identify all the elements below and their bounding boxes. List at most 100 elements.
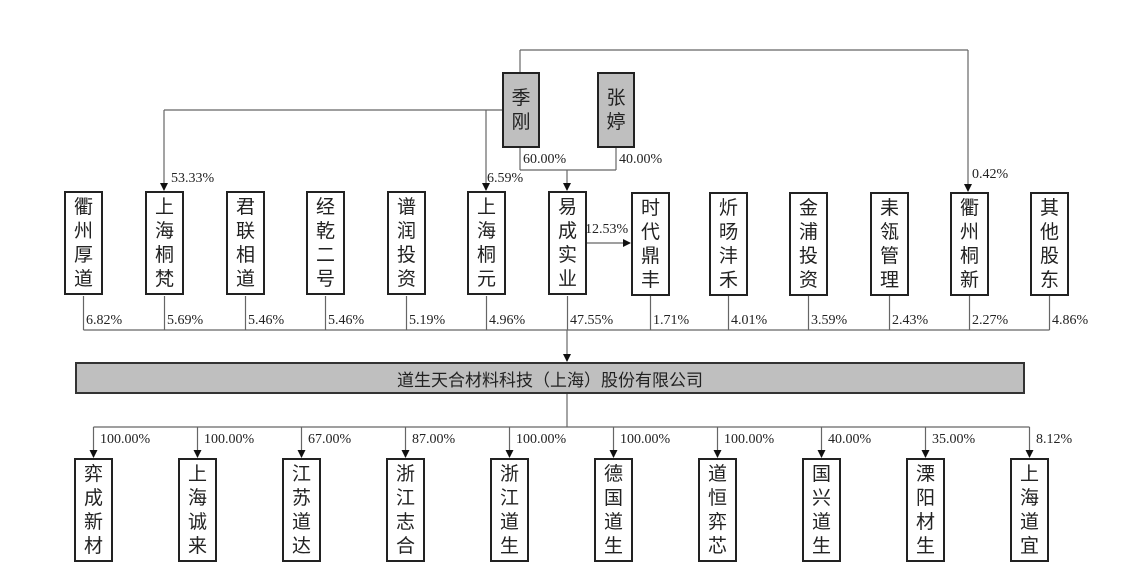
subsidiary-name-char: 上 xyxy=(1019,463,1039,485)
subsidiary-box: 国兴道生 xyxy=(802,458,841,562)
shareholder-pct: 5.46% xyxy=(248,313,285,328)
shareholder-name-char: 二 xyxy=(315,244,335,266)
arrowhead-icon xyxy=(563,183,571,191)
shareholder-name-char: 易 xyxy=(557,196,577,218)
shareholder-name-char: 元 xyxy=(476,268,496,290)
shareholder-pct: 1.71% xyxy=(653,313,690,328)
subsidiary-box: 弈成新材 xyxy=(74,458,113,562)
shareholder-box: 君联相道 xyxy=(226,191,265,295)
subsidiary-name-char: 芯 xyxy=(707,535,727,557)
subsidiary-name-char: 兴 xyxy=(811,487,831,509)
shareholder-pct: 4.86% xyxy=(1052,313,1089,328)
shareholder-name-char: 相 xyxy=(235,244,255,266)
subsidiary-box: 道恒弈芯 xyxy=(698,458,737,562)
subsidiary-name-char: 上 xyxy=(187,463,207,485)
shareholder-pct: 47.55% xyxy=(570,313,614,328)
arrowhead-icon xyxy=(160,183,168,191)
subsidiary-name-char: 江 xyxy=(291,463,311,485)
jigang-to-yicheng-pct: 60.00% xyxy=(523,152,567,167)
arrowhead-icon xyxy=(1025,450,1034,458)
shareholder-name-char: 上 xyxy=(476,196,496,218)
arrowhead-icon xyxy=(193,450,202,458)
shareholder-pct: 2.43% xyxy=(892,313,929,328)
subsidiary-name-char: 德 xyxy=(603,463,623,485)
subsidiary-box: 浙江道生 xyxy=(490,458,529,562)
shareholder-name-char: 投 xyxy=(396,244,416,266)
shareholder-name-char: 上 xyxy=(154,196,174,218)
shareholder-name-char: 君 xyxy=(235,196,255,218)
shareholder-box: 上海桐梵 xyxy=(145,191,184,295)
subsidiary-name-char: 江 xyxy=(499,487,519,509)
subsidiary-pct: 35.00% xyxy=(932,432,976,447)
subsidiary-name-char: 浙 xyxy=(499,463,519,485)
shareholder-name-char: 理 xyxy=(879,269,899,291)
subsidiary-name-char: 材 xyxy=(915,511,935,533)
subsidiary-name-char: 海 xyxy=(1019,487,1039,509)
shareholder-name-char: 投 xyxy=(798,245,818,267)
shareholder-box: 谱润投资 xyxy=(387,191,426,295)
arrowhead-icon xyxy=(482,183,490,191)
shareholder-box: 金浦投资 xyxy=(789,192,828,296)
subsidiary-name-char: 苏 xyxy=(291,487,311,509)
subsidiary-name-char: 诚 xyxy=(187,511,207,533)
shareholder-name-char: 衢 xyxy=(959,197,979,219)
subsidiary-pct: 100.00% xyxy=(620,432,671,447)
shareholder-box: 时代鼎丰 xyxy=(631,192,670,296)
jigang-to-tongyuan-pct: 6.59% xyxy=(487,171,524,186)
shareholder-name-char: 旸 xyxy=(718,221,738,243)
arrowhead-icon xyxy=(623,239,631,247)
subsidiary-name-char: 弈 xyxy=(707,511,727,533)
shareholder-name-char: 道 xyxy=(73,268,93,290)
shareholder-name-char: 润 xyxy=(396,220,416,242)
subsidiary-pct: 40.00% xyxy=(828,432,872,447)
shareholder-name-char: 州 xyxy=(73,220,93,242)
shareholder-name-char: 成 xyxy=(557,220,577,242)
subsidiary-box: 浙江志合 xyxy=(386,458,425,562)
subsidiary-pct: 67.00% xyxy=(308,432,352,447)
shareholder-name-char: 他 xyxy=(1039,221,1059,243)
arrowhead-icon xyxy=(297,450,306,458)
shareholder-name-char: 桐 xyxy=(959,245,979,267)
jigang-to-tongfan-pct: 53.33% xyxy=(171,171,215,186)
subsidiary-pct: 100.00% xyxy=(516,432,567,447)
arrowhead-icon xyxy=(401,450,410,458)
shareholder-name-char: 海 xyxy=(154,220,174,242)
subsidiary-box: 德国道生 xyxy=(594,458,633,562)
shareholder-box: 经乾二号 xyxy=(306,191,345,295)
shareholder-name-char: 道 xyxy=(235,268,255,290)
subsidiary-name-char: 达 xyxy=(291,535,311,557)
shareholder-pct: 5.19% xyxy=(409,313,446,328)
subsidiary-name-char: 道 xyxy=(291,511,311,533)
zhangting-to-yicheng-pct: 40.00% xyxy=(619,152,663,167)
subsidiary-pct: 100.00% xyxy=(100,432,151,447)
shareholder-name-char: 瓴 xyxy=(879,221,899,243)
shareholder-pct: 2.27% xyxy=(972,313,1009,328)
shareholder-name-char: 其 xyxy=(1039,197,1059,219)
shareholder-name-char: 东 xyxy=(1039,269,1059,291)
subsidiary-name-char: 生 xyxy=(811,535,831,557)
shareholder-name-char: 州 xyxy=(959,221,979,243)
subsidiary-name-char: 国 xyxy=(811,463,831,485)
shareholder-name-char: 耒 xyxy=(879,197,899,219)
shareholder-name-char: 桐 xyxy=(154,244,174,266)
yicheng-to-shidai-pct: 12.53% xyxy=(585,222,629,237)
person-char: 刚 xyxy=(511,111,531,133)
shareholder-box: 衢州桐新 xyxy=(950,192,989,296)
arrowhead-icon xyxy=(89,450,98,458)
subsidiary-name-char: 阳 xyxy=(915,487,935,509)
subsidiary-name-char: 江 xyxy=(395,487,415,509)
shareholder-name-char: 业 xyxy=(557,268,577,290)
company-box: 道生天合材料科技（上海）股份有限公司 xyxy=(75,362,1025,394)
subsidiary-name-char: 国 xyxy=(603,487,623,509)
subsidiary-pct: 100.00% xyxy=(724,432,775,447)
subsidiary-name-char: 生 xyxy=(603,535,623,557)
arrowhead-icon xyxy=(713,450,722,458)
person-char: 季 xyxy=(511,87,531,109)
subsidiary-name-char: 道 xyxy=(811,511,831,533)
subsidiary-box: 上海道宜 xyxy=(1010,458,1049,562)
subsidiary-name-char: 道 xyxy=(603,511,623,533)
shareholder-pct: 4.96% xyxy=(489,313,526,328)
subsidiary-name-char: 新 xyxy=(83,511,103,533)
